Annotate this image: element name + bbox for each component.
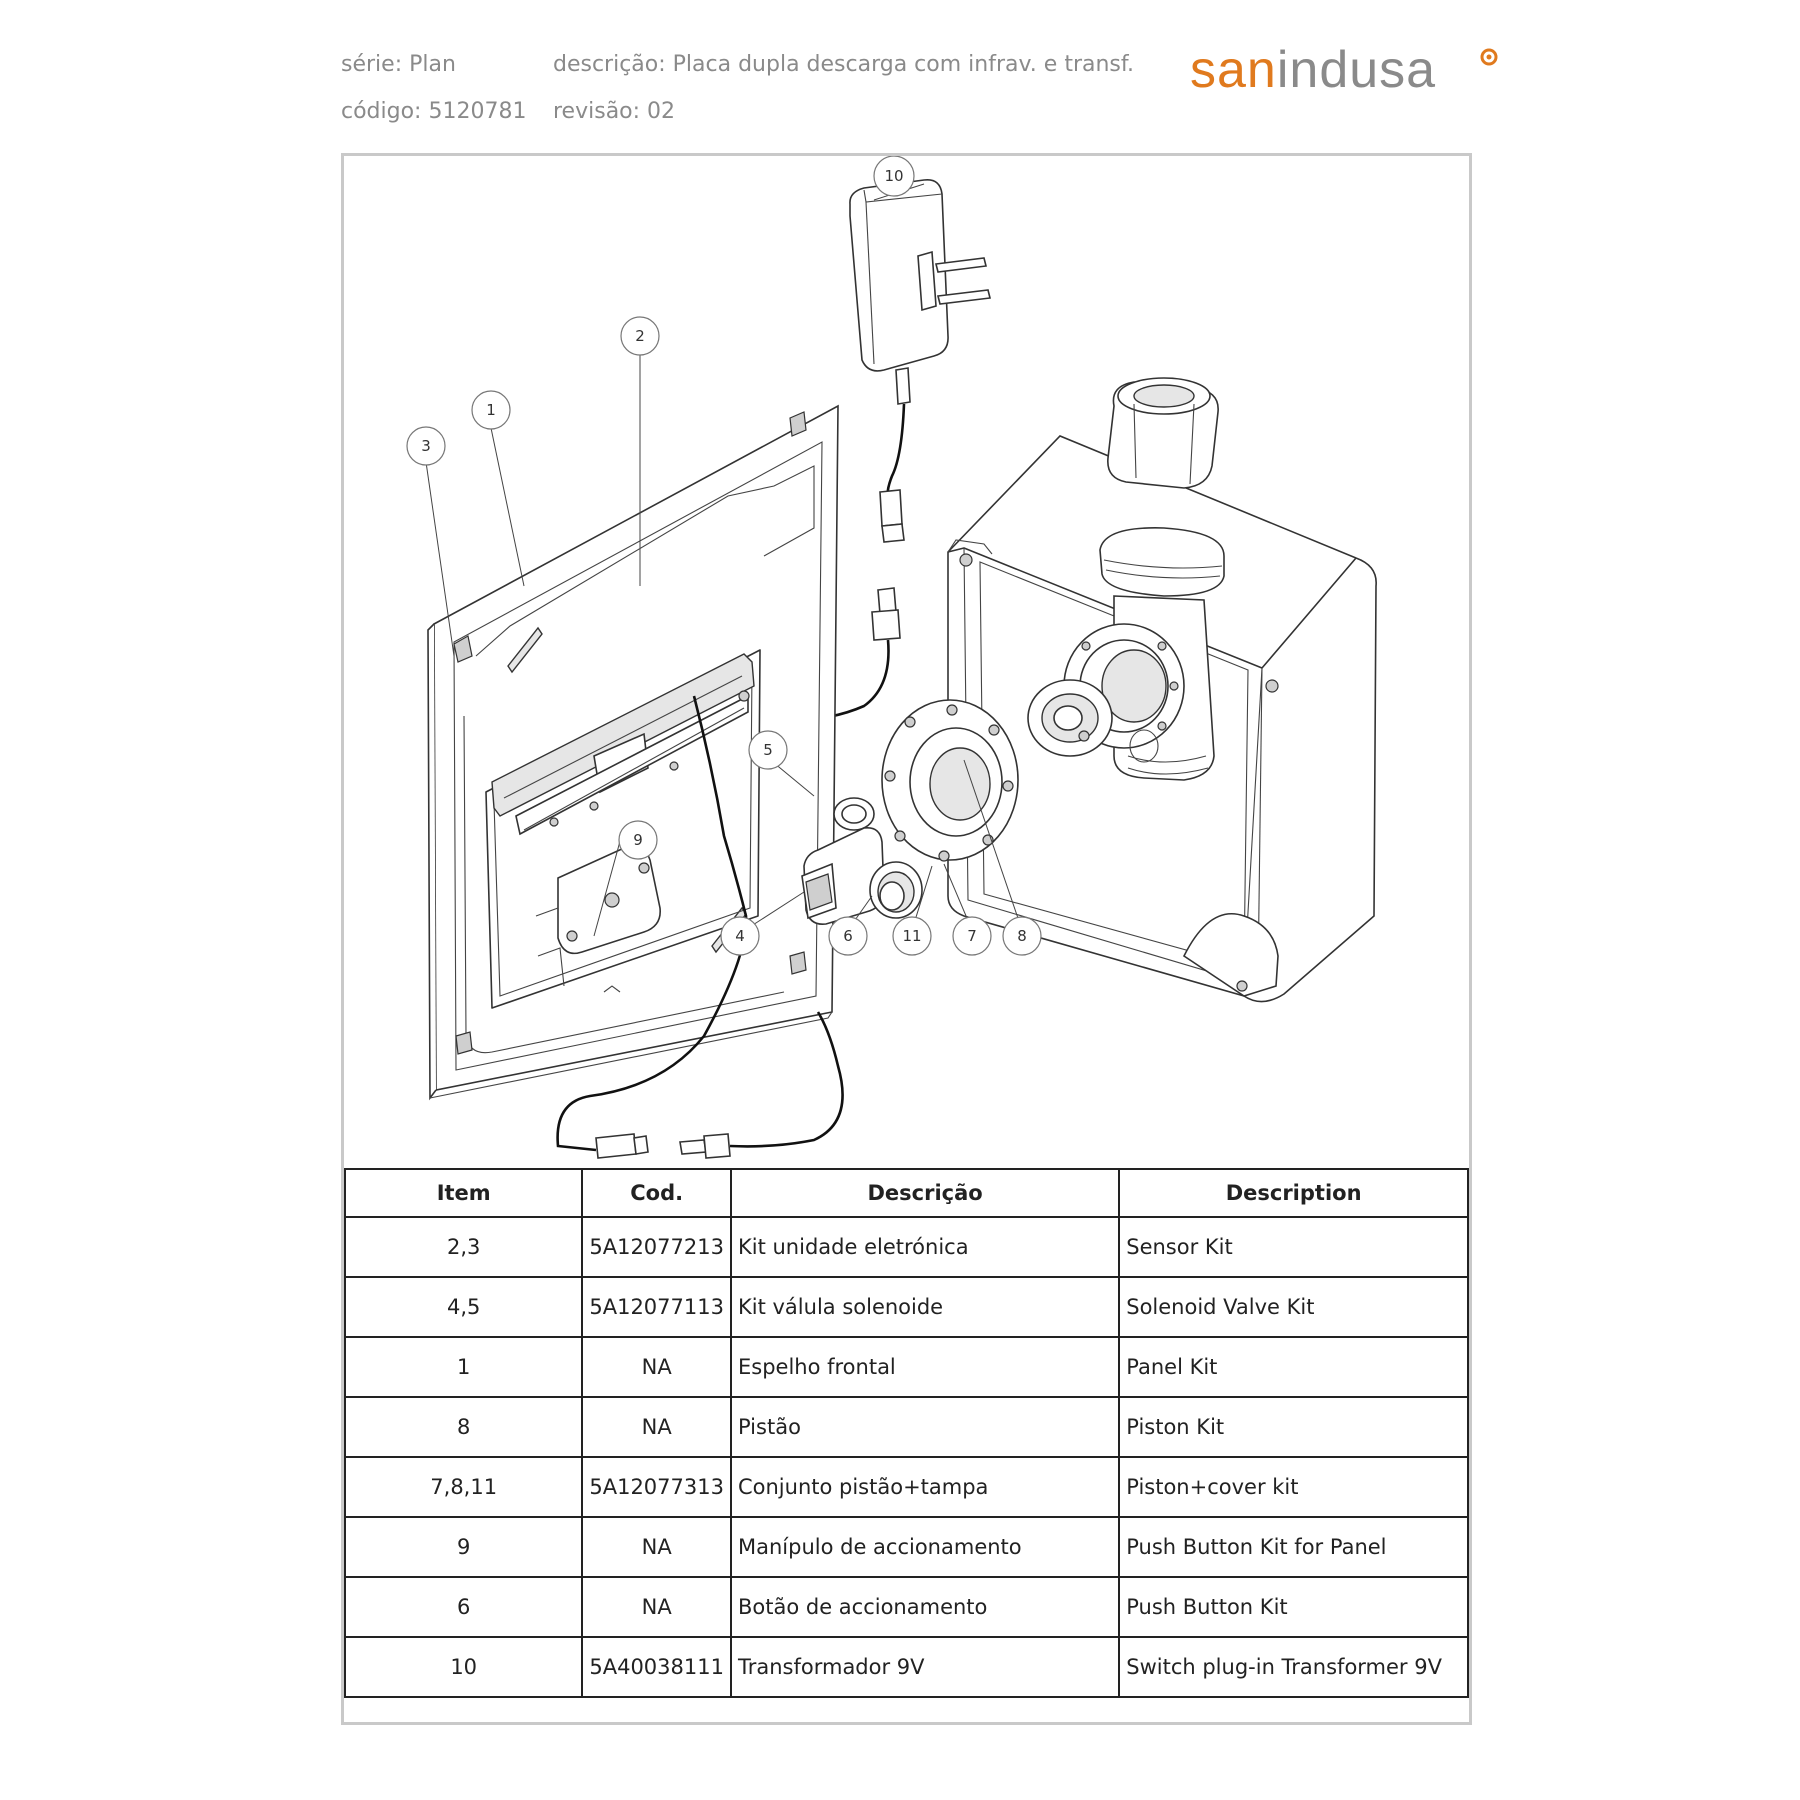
- serie-label: série: Plan: [341, 52, 456, 77]
- svg-text:2: 2: [635, 327, 645, 345]
- solenoid-drawing: [801, 797, 885, 926]
- cell-description: Switch plug-in Transformer 9V: [1118, 1636, 1469, 1698]
- callout-8: 8: [1002, 916, 1042, 956]
- svg-text:10: 10: [884, 167, 903, 185]
- svg-text:8: 8: [1017, 927, 1027, 945]
- callout-11: 11: [892, 916, 932, 956]
- callout-7: 7: [952, 916, 992, 956]
- cell-description: Push Button Kit: [1118, 1576, 1469, 1638]
- cell-item: 10: [343, 1636, 584, 1698]
- valve-wire-drawing: [556, 695, 844, 1159]
- valve-box-drawing: [947, 377, 1377, 1003]
- header-descricao: Descrição: [729, 1168, 1121, 1218]
- cell-descricao: Manípulo de accionamento: [729, 1516, 1121, 1578]
- table-row: 6 NA Botão de accionamento Push Button K…: [343, 1576, 1469, 1638]
- logo-text-indusa: indusa: [1276, 41, 1437, 99]
- svg-text:5: 5: [763, 741, 773, 759]
- svg-text:11: 11: [902, 927, 921, 945]
- cell-description: Solenoid Valve Kit: [1118, 1276, 1469, 1338]
- svg-text:3: 3: [421, 437, 431, 455]
- svg-text:9: 9: [633, 831, 643, 849]
- cell-description: Push Button Kit for Panel: [1118, 1516, 1469, 1578]
- cell-item: 1: [343, 1336, 584, 1398]
- piston-drawing: [1027, 679, 1159, 763]
- drawing-frame: [341, 153, 1472, 1725]
- sanindusa-logo: sanindusa: [1190, 40, 1436, 100]
- cell-cod: NA: [581, 1396, 732, 1458]
- cover-flange-drawing: [881, 699, 1019, 862]
- svg-text:1: 1: [486, 401, 496, 419]
- cell-cod: 5A12077213: [581, 1216, 732, 1278]
- table-header-row: Item Cod. Descrição Description: [343, 1168, 1469, 1218]
- cell-item: 6: [343, 1576, 584, 1638]
- callout-3: 3: [406, 426, 446, 466]
- cell-description: Piston Kit: [1118, 1396, 1469, 1458]
- header-description: Description: [1118, 1168, 1469, 1218]
- cell-descricao: Kit válula solenoide: [729, 1276, 1121, 1338]
- callout-6: 6: [828, 916, 868, 956]
- cell-item: 7,8,11: [343, 1456, 584, 1518]
- cell-cod: 5A40038111: [581, 1636, 732, 1698]
- push-button-drawing: [869, 861, 923, 919]
- transformer-drawing: [849, 178, 991, 543]
- parts-table: Item Cod. Descrição Description 2,3 5A12…: [343, 1168, 1469, 1698]
- logo-mark-icon: [1480, 48, 1498, 66]
- cell-descricao: Conjunto pistão+tampa: [729, 1456, 1121, 1518]
- cell-description: Sensor Kit: [1118, 1216, 1469, 1278]
- cell-description: Panel Kit: [1118, 1336, 1469, 1398]
- header-cod: Cod.: [581, 1168, 732, 1218]
- cell-cod: NA: [581, 1336, 732, 1398]
- table-row: 1 NA Espelho frontal Panel Kit: [343, 1336, 1469, 1398]
- callout-1: 1: [471, 390, 511, 430]
- table-row: 8 NA Pistão Piston Kit: [343, 1396, 1469, 1458]
- cell-descricao: Transformador 9V: [729, 1636, 1121, 1698]
- codigo-label: código: 5120781: [341, 99, 527, 124]
- svg-text:4: 4: [735, 927, 745, 945]
- cell-cod: NA: [581, 1576, 732, 1638]
- cell-descricao: Botão de accionamento: [729, 1576, 1121, 1638]
- cell-descricao: Pistão: [729, 1396, 1121, 1458]
- table-row: 9 NA Manípulo de accionamento Push Butto…: [343, 1516, 1469, 1578]
- callout-2: 2: [620, 316, 660, 356]
- cell-cod: 5A12077313: [581, 1456, 732, 1518]
- cell-item: 4,5: [343, 1276, 584, 1338]
- callout-9: 9: [618, 820, 658, 860]
- cell-descricao: Kit unidade eletrónica: [729, 1216, 1121, 1278]
- cell-description: Piston+cover kit: [1118, 1456, 1469, 1518]
- callout-4: 4: [720, 916, 760, 956]
- exploded-view-drawing: 10 2 1 3 5 9 4 6 11 7 8: [406, 156, 1377, 1159]
- callout-10: 10: [873, 156, 915, 197]
- callout-5: 5: [748, 730, 788, 770]
- cell-descricao: Espelho frontal: [729, 1336, 1121, 1398]
- table-row: 10 5A40038111 Transformador 9V Switch pl…: [343, 1636, 1469, 1698]
- cell-item: 8: [343, 1396, 584, 1458]
- table-row: 4,5 5A12077113 Kit válula solenoide Sole…: [343, 1276, 1469, 1338]
- header-item: Item: [343, 1168, 584, 1218]
- cell-item: 2,3: [343, 1216, 584, 1278]
- table-row: 7,8,11 5A12077313 Conjunto pistão+tampa …: [343, 1456, 1469, 1518]
- table-row: 2,3 5A12077213 Kit unidade eletrónica Se…: [343, 1216, 1469, 1278]
- svg-text:7: 7: [967, 927, 977, 945]
- cell-item: 9: [343, 1516, 584, 1578]
- cell-cod: NA: [581, 1516, 732, 1578]
- cell-cod: 5A12077113: [581, 1276, 732, 1338]
- leader-lines: [425, 183, 1023, 937]
- svg-text:6: 6: [843, 927, 853, 945]
- revisao-label: revisão: 02: [553, 99, 676, 124]
- logo-text-san: san: [1190, 41, 1277, 99]
- descricao-label: descrição: Placa dupla descarga com infr…: [553, 52, 1135, 77]
